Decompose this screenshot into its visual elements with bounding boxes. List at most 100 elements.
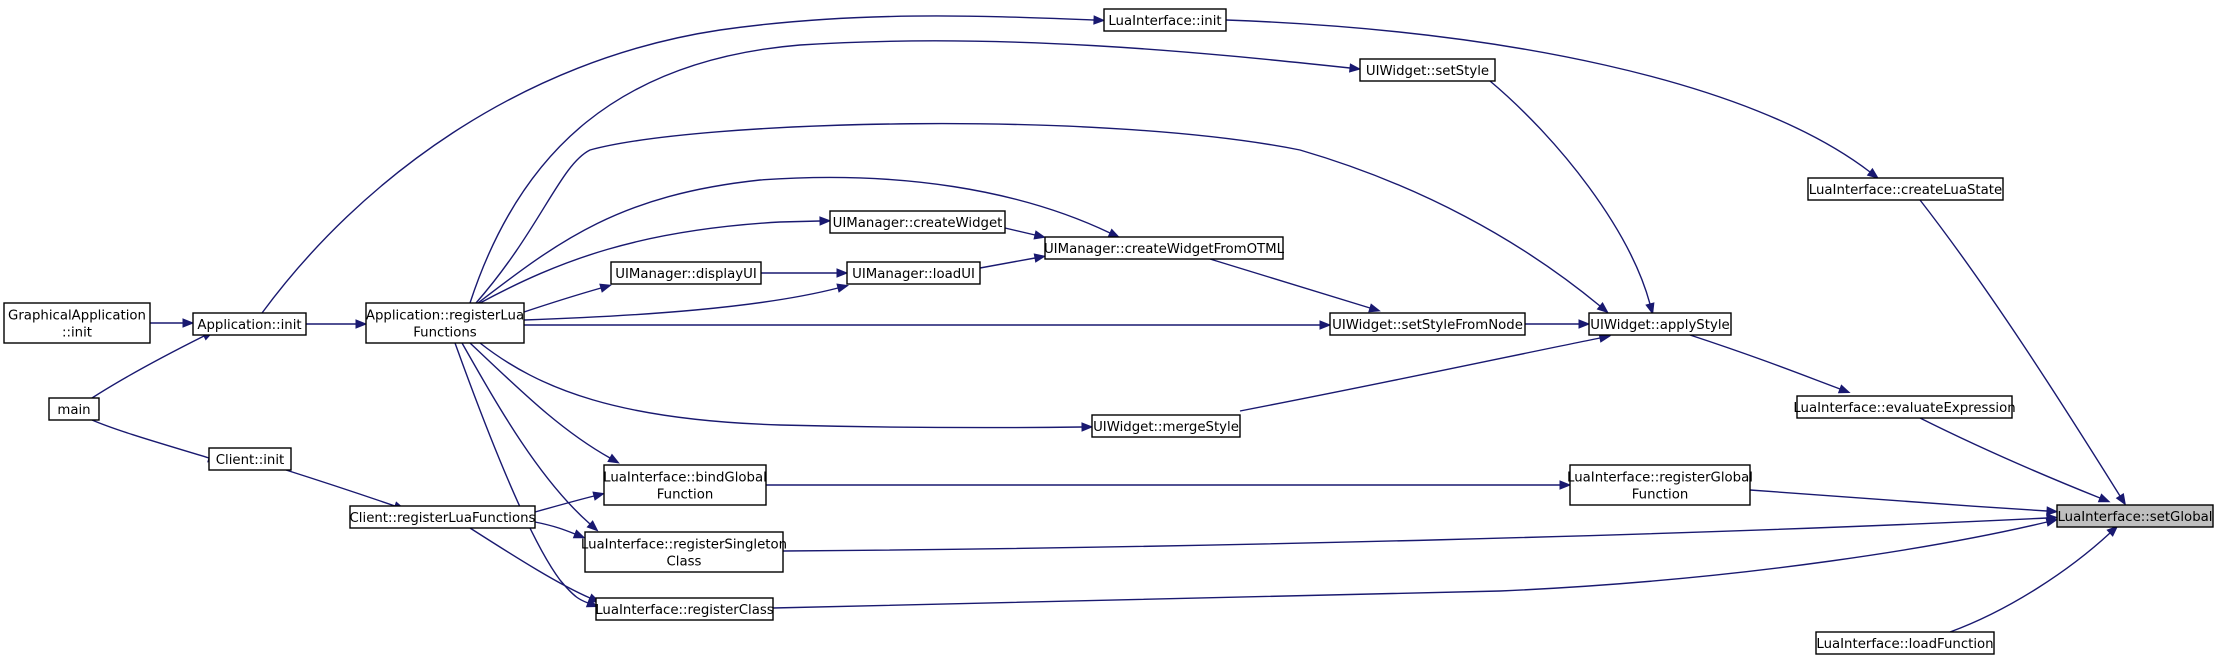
graph-node-label: LuaInterface::createLuaState [1809, 183, 2002, 198]
call-edge [461, 342, 599, 532]
call-edge-line [979, 257, 1036, 269]
graph-node-uimanager-display-ui[interactable]: UIManager::displayUI [610, 261, 762, 285]
call-edge-line [1209, 258, 1371, 309]
call-edge-arrowhead [355, 319, 368, 329]
graph-node-label: Functions [413, 326, 477, 341]
graph-node-lua-interface-evaluate-expression[interactable]: LuaInterface::evaluateExpression [1793, 395, 2016, 419]
graph-node-box [595, 597, 774, 621]
graph-node-lua-interface-init[interactable]: LuaInterface::init [1103, 8, 1227, 32]
call-edge-line [523, 287, 602, 313]
call-edge-arrowhead [1596, 302, 1609, 314]
call-edge-arrowhead [1081, 422, 1094, 432]
call-edge-line [479, 342, 1083, 429]
graph-node-box [584, 531, 784, 573]
graph-node-box [1329, 312, 1526, 336]
graph-node-application-init[interactable]: Application::init [192, 312, 307, 336]
graph-node-lua-interface-create-lua-state[interactable]: LuaInterface::createLuaState [1807, 177, 2004, 201]
call-graph-edges [91, 15, 2127, 633]
graph-node-label: Client::registerLuaFunctions [350, 511, 536, 526]
graph-node-uimanager-create-widget[interactable]: UIManager::createWidget [829, 210, 1006, 234]
graph-node-box [1359, 58, 1496, 82]
call-edge [1489, 80, 1655, 315]
call-edge-arrowhead [1033, 230, 1047, 240]
graph-node-client-init[interactable]: Client::init [208, 447, 292, 471]
graph-node-label: LuaInterface::evaluateExpression [1793, 401, 2015, 416]
graph-node-graphical-application-init[interactable]: GraphicalApplication::init [3, 302, 151, 344]
call-edge-arrowhead [2097, 493, 2111, 503]
graph-node-box [1588, 312, 1732, 336]
call-edge-arrowhead [599, 283, 612, 293]
graph-node-box [1796, 395, 2013, 419]
graph-node-label: UIWidget::setStyleFromNode [1332, 318, 1523, 333]
graph-node-box [1103, 8, 1227, 32]
call-edge [479, 342, 1094, 432]
call-edge [523, 283, 849, 321]
call-edge [469, 40, 1362, 304]
graph-node-label: Client::init [216, 453, 284, 468]
call-edge [523, 283, 612, 313]
call-edge [534, 491, 606, 513]
graph-node-uimanager-create-widget-from-otml[interactable]: UIManager::createWidgetFromOTML [1044, 236, 1285, 260]
call-edge-arrowhead [607, 453, 620, 464]
call-edge [524, 320, 1332, 330]
call-edge-line [1919, 199, 2121, 497]
call-edge [477, 176, 1121, 304]
call-edge-arrowhead [836, 268, 849, 278]
call-edge [1209, 258, 1381, 313]
call-edge [534, 521, 586, 539]
graph-node-main[interactable]: main [48, 397, 100, 421]
call-edge-line [469, 342, 611, 459]
graph-node-box [208, 447, 292, 471]
call-edge [1919, 199, 2127, 506]
graph-node-client-register-lua-functions[interactable]: Client::registerLuaFunctions [349, 505, 536, 529]
call-edge-arrowhead [1107, 228, 1121, 238]
call-edge-line [1489, 80, 1651, 305]
call-edge-arrowhead [1033, 253, 1047, 263]
call-edge-arrowhead [2106, 525, 2119, 537]
graph-node-label: UIManager::createWidgetFromOTML [1044, 242, 1285, 257]
call-edge-arrowhead [1368, 303, 1381, 313]
call-edge-arrowhead [1093, 15, 1106, 25]
graph-node-uiwidget-merge-style[interactable]: UIWidget::mergeStyle [1091, 414, 1241, 438]
call-edge-arrowhead [2045, 517, 2059, 527]
call-edge-arrowhead [1349, 63, 1362, 73]
graph-node-uiwidget-set-style[interactable]: UIWidget::setStyle [1359, 58, 1496, 82]
call-edge-line [1239, 337, 1601, 412]
graph-node-box [1569, 464, 1751, 506]
graph-node-box [1044, 236, 1284, 260]
graph-node-application-register-lua-functions[interactable]: Application::registerLuaFunctions [365, 302, 525, 344]
graph-node-box [365, 302, 525, 344]
graph-node-box [349, 505, 536, 529]
graph-node-lua-interface-register-class[interactable]: LuaInterface::registerClass [595, 597, 774, 621]
call-edge-arrowhead [586, 520, 599, 532]
graph-node-label: Class [667, 555, 702, 570]
call-edge-arrowhead [592, 491, 606, 501]
call-edge [766, 480, 1572, 490]
call-edge-line [477, 176, 1111, 304]
call-edge [91, 419, 220, 463]
call-edge [1225, 19, 1880, 179]
call-edge-arrowhead [1578, 319, 1591, 329]
graph-node-uiwidget-apply-style[interactable]: UIWidget::applyStyle [1588, 312, 1732, 336]
call-edge-arrowhead [2115, 493, 2127, 506]
graph-node-uimanager-load-ui[interactable]: UIManager::loadUI [846, 261, 981, 285]
call-edge-line [1004, 227, 1036, 236]
call-edge-arrowhead [1559, 480, 1572, 490]
call-edge [1749, 489, 2059, 516]
call-edge [761, 268, 849, 278]
graph-node-label: main [57, 403, 90, 418]
call-edge [1004, 227, 1047, 240]
graph-node-box [2056, 504, 2214, 528]
graph-node-label: UIManager::displayUI [615, 267, 757, 282]
graph-node-label: UIManager::loadUI [852, 267, 975, 282]
graph-node-uiwidget-set-style-from-node[interactable]: UIWidget::setStyleFromNode [1329, 312, 1526, 336]
graph-node-lua-interface-load-function[interactable]: LuaInterface::loadFunction [1815, 631, 1995, 655]
graph-node-label: UIWidget::applyStyle [1590, 318, 1729, 333]
call-edge-line [523, 287, 839, 321]
graph-node-box [48, 397, 100, 421]
call-edge-line [91, 419, 210, 459]
